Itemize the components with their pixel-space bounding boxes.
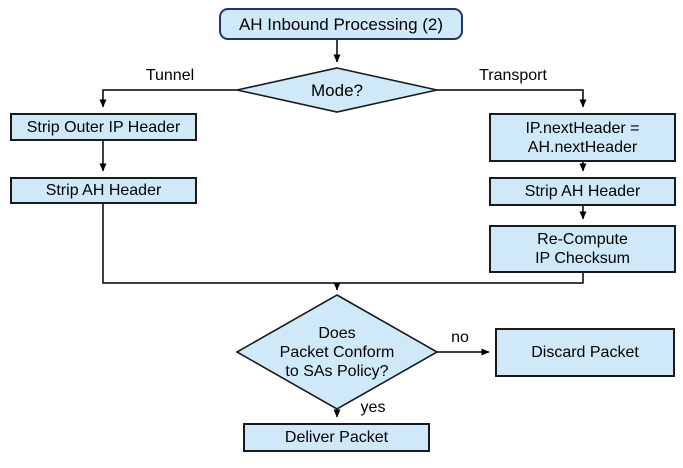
node-policy-decision-label: Does Packet Conform to SAs Policy? (257, 323, 417, 381)
edge-mode-transport (437, 89, 587, 108)
node-label-line2: AH.nextHeader (527, 138, 638, 156)
node-label: Strip AH Header (45, 182, 162, 199)
node-label: Deliver Packet (284, 429, 389, 446)
mode-question-text: Mode? (311, 80, 363, 100)
yes-branch-label: yes (360, 399, 386, 416)
tunnel-branch-label: Tunnel (145, 67, 195, 84)
node-label-line2: IP Checksum (535, 250, 630, 267)
node-deliver-packet: Deliver Packet (243, 423, 430, 452)
policy-text-line1: Does (318, 324, 356, 342)
node-recompute-ip-checksum: Re-Compute IP Checksum (489, 225, 676, 273)
policy-text-line3: to SAs Policy? (285, 362, 389, 380)
node-strip-outer-ip-header: Strip Outer IP Header (10, 113, 197, 141)
node-label: Strip AH Header (524, 183, 641, 200)
edge-mode-tunnel (99, 89, 237, 108)
node-strip-ah-header-left: Strip AH Header (10, 177, 197, 204)
node-ip-next-header: IP.nextHeader = AH.nextHeader (489, 113, 676, 162)
node-label: Strip Outer IP Header (26, 118, 181, 136)
node-label-line1: Re-Compute (537, 231, 628, 248)
edge-right-merge (337, 273, 584, 284)
node-discard-packet: Discard Packet (495, 328, 675, 377)
no-branch-label: no (451, 329, 469, 346)
node-label: Discard Packet (531, 344, 639, 361)
node-strip-ah-header-right: Strip AH Header (489, 177, 676, 206)
node-label-line1: IP.nextHeader = (525, 119, 640, 137)
policy-text-line2: Packet Conform (279, 343, 395, 361)
node-start: AH Inbound Processing (2) (219, 8, 463, 40)
node-mode-decision-label: Mode? (277, 79, 397, 101)
transport-branch-label: Transport (479, 67, 547, 84)
edge-left-merge (102, 204, 337, 284)
node-start-label: AH Inbound Processing (2) (238, 14, 444, 34)
